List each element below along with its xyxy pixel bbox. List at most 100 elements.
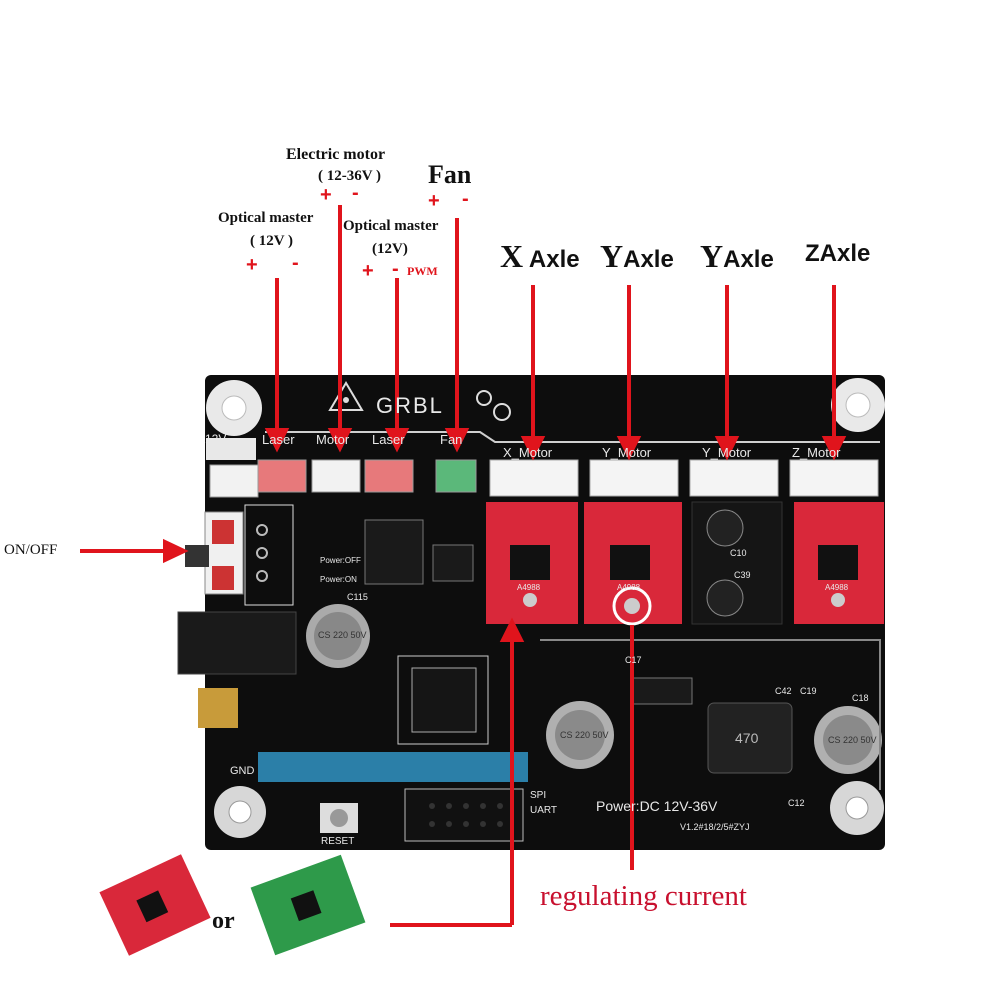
mounting-hole-bl xyxy=(214,786,266,838)
silk-fan: Fan xyxy=(440,432,463,447)
silk-region xyxy=(540,639,881,790)
mounting-hole-br xyxy=(830,781,884,835)
label-regulating-current: regulating current xyxy=(540,880,747,912)
silk-uart: UART xyxy=(530,805,558,816)
board-title: GRBL xyxy=(376,393,444,418)
sign-fan-minus: - xyxy=(462,188,469,210)
loose-driver-green xyxy=(250,854,366,956)
label-on-off: ON/OFF xyxy=(4,542,58,558)
silk-x-motor: X_Motor xyxy=(503,445,553,460)
axle-letter-y1: Y xyxy=(600,238,624,274)
silk-spi: SPI xyxy=(530,790,547,801)
silk-motor: Motor xyxy=(316,432,350,447)
stepper-driver-y xyxy=(584,502,682,624)
silk-power-off: Power:OFF xyxy=(320,556,361,565)
reset-button xyxy=(320,803,358,833)
silk-laser2: Laser xyxy=(372,432,405,447)
spi-pins xyxy=(429,803,503,827)
stepper-driver-z xyxy=(794,502,884,624)
silk-c17: C17 xyxy=(625,655,642,665)
spi-header xyxy=(404,788,524,842)
silk-inductor: 470 xyxy=(735,730,759,746)
mcu-chip xyxy=(411,667,477,733)
silk-cap-right: CS 220 50V xyxy=(828,735,877,745)
stepper-driver-x xyxy=(486,502,578,624)
label-x-axle: X Axle xyxy=(500,238,580,275)
axle-word-x: Axle xyxy=(528,246,580,273)
label-optical-master-left-voltage: ( 12V ) xyxy=(250,233,294,249)
inductor xyxy=(707,702,793,774)
label-or: or xyxy=(212,908,235,934)
label-fan: Fan xyxy=(428,160,472,189)
capacitor-mid xyxy=(546,701,614,769)
label-electric-motor-voltage: ( 12-36V ) xyxy=(318,168,382,184)
axle-letter-z: Z xyxy=(805,240,820,267)
arrows xyxy=(80,205,847,927)
voltage-regulators xyxy=(364,519,474,585)
silk-cap-mid: CS 220 50V xyxy=(560,730,609,740)
small-capacitors xyxy=(706,509,744,617)
silk-reset: RESET xyxy=(321,836,355,847)
mounting-hole-tl xyxy=(206,380,262,436)
terminal-row xyxy=(209,459,477,498)
regulating-current-marker xyxy=(612,586,652,626)
capacitor-left xyxy=(306,604,370,668)
silk-chip-y: A4988 xyxy=(617,583,641,592)
sign-laser1-minus: - xyxy=(292,252,299,274)
axle-word-z: Axle xyxy=(819,240,871,267)
sign-motor-minus: - xyxy=(352,182,359,204)
silk-c42: C42 xyxy=(775,686,792,696)
label-optical-master-mid-voltage: (12V) xyxy=(372,241,408,257)
axle-letter-y2: Y xyxy=(700,238,724,274)
gear-icon xyxy=(476,390,511,421)
sign-laser2-plus: + xyxy=(362,260,374,282)
axle-word-y2: Axle xyxy=(723,246,774,273)
label-optical-master-mid: Optical master xyxy=(343,218,439,234)
terminal-12v xyxy=(206,438,256,460)
silk-mcu xyxy=(397,655,489,745)
silk-c115: C115 xyxy=(347,592,368,602)
silk-c18: C18 xyxy=(852,693,869,703)
dc-jack xyxy=(177,611,297,675)
silk-12v: 12V xyxy=(205,432,227,446)
silk-c10: C10 xyxy=(730,548,747,558)
label-z-axle: ZAxle xyxy=(805,240,870,268)
silk-chip-z: A4988 xyxy=(825,583,849,592)
silk-y-motor-1: Y_Motor xyxy=(602,445,652,460)
silk-c19: C19 xyxy=(800,686,817,696)
sign-fan-plus: + xyxy=(428,190,440,212)
axle-word-y1: Axle xyxy=(623,246,674,273)
silk-power-rating: Power:DC 12V-36V xyxy=(596,798,718,814)
mounting-hole-tr xyxy=(831,378,885,432)
silk-power-on: Power:ON xyxy=(320,575,357,584)
silk-laser1: Laser xyxy=(262,432,295,447)
sign-laser1-plus: + xyxy=(246,254,258,276)
silk-box-left xyxy=(244,504,294,606)
silk-cap-left: CS 220 50V xyxy=(318,630,367,640)
silk-c12: C12 xyxy=(788,798,805,808)
power-switch xyxy=(185,511,244,595)
silk-y-motor-2: Y_Motor xyxy=(702,445,752,460)
loose-driver-red xyxy=(99,854,211,956)
sign-laser2-minus: - xyxy=(392,258,399,280)
silk-chip-x: A4988 xyxy=(517,583,541,592)
capacitor-right xyxy=(814,706,882,774)
motor-connectors xyxy=(489,459,879,497)
label-pwm: PWM xyxy=(407,264,438,278)
mosfets xyxy=(631,677,693,705)
silk-outline xyxy=(265,431,880,443)
silk-c39: C39 xyxy=(734,570,751,580)
switch-pins xyxy=(256,524,268,582)
silk-gnd: GND xyxy=(230,765,255,777)
silk-version: V1.2#18/2/5#ZYJ xyxy=(680,822,750,832)
sign-motor-plus: + xyxy=(320,184,332,206)
label-y-axle-2: YAxle xyxy=(700,238,774,275)
label-electric-motor: Electric motor xyxy=(286,146,386,163)
axle-letter-x: X xyxy=(500,238,524,274)
label-optical-master-left: Optical master xyxy=(218,210,314,226)
silk-z-motor: Z_Motor xyxy=(792,445,841,460)
label-y-axle-1: YAxle xyxy=(600,238,674,275)
header-pins xyxy=(258,752,528,782)
